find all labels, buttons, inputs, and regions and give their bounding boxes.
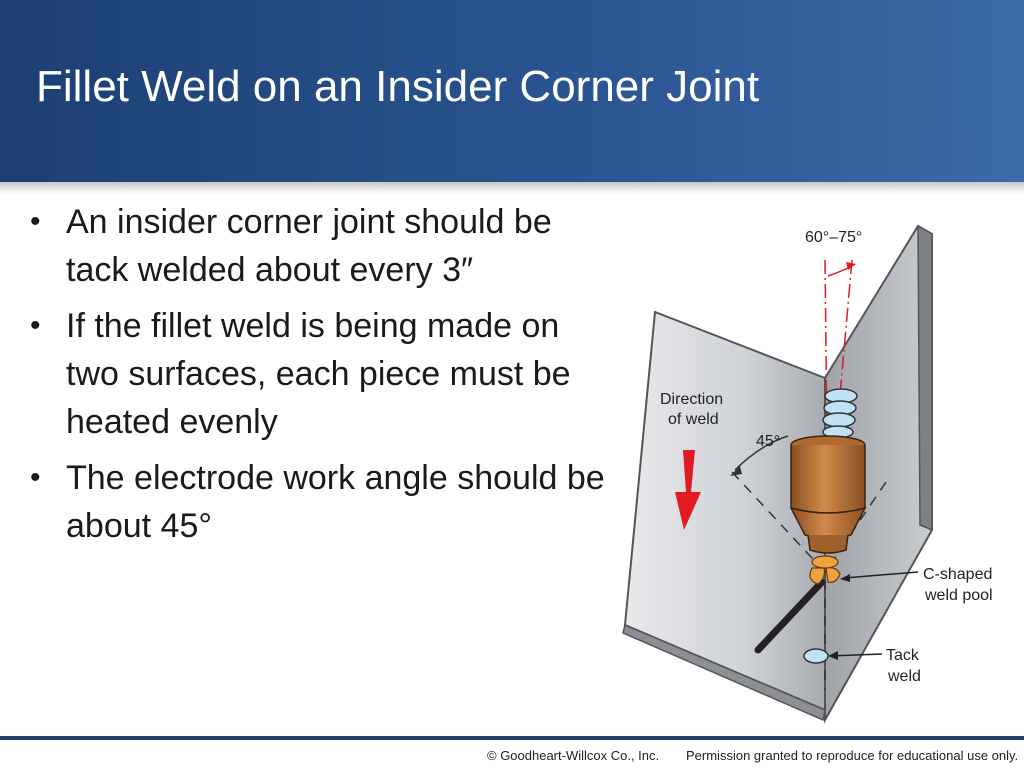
direction-arrow [675, 450, 701, 530]
work-angle-arc [734, 435, 789, 471]
torch-nozzle [790, 435, 867, 554]
pool-leader-arrowhead [840, 574, 850, 582]
bullet-text: The electrode work angle should be about… [66, 459, 605, 545]
bullet-item: • If the fillet weld is being made on tw… [30, 302, 610, 446]
tack-leader-arrowhead [828, 651, 838, 660]
bullet-item: • An insider corner joint should be tack… [30, 198, 610, 294]
weld-pool [809, 555, 841, 585]
tack-leader [829, 653, 883, 657]
bullet-marker: • [30, 205, 41, 238]
right-plate-edge [917, 224, 933, 532]
bullet-marker: • [30, 309, 41, 342]
weld-bead [822, 388, 858, 439]
travel-angle-arrowhead [846, 262, 856, 270]
tack-weld [803, 648, 829, 664]
tack-label: Tack [886, 647, 920, 664]
work-angle-label: 45° [756, 433, 780, 450]
pool-label: C-shaped [923, 566, 992, 583]
bullet-text: An insider corner joint should be tack w… [66, 203, 552, 289]
pool-leader [843, 571, 919, 579]
left-plate-edge [622, 623, 826, 722]
pool-label: weld pool [924, 587, 993, 604]
angle-range-label: 60°–75° [805, 229, 862, 246]
slide-title: Fillet Weld on an Insider Corner Joint [36, 62, 760, 111]
bullet-item: • The electrode work angle should be abo… [30, 454, 610, 550]
bullet-marker: • [30, 461, 41, 494]
arc-arrowhead [730, 466, 742, 476]
work-angle-guide [731, 471, 826, 573]
title-banner-shadow [0, 182, 1024, 194]
permission-notice: Permission granted to reproduce for educ… [686, 748, 1019, 763]
bullet-text: If the fillet weld is being made on two … [66, 307, 571, 441]
filler-rod [754, 578, 826, 654]
copyright-notice: © Goodheart-Willcox Co., Inc. [487, 748, 660, 763]
direction-label: Direction [660, 391, 723, 408]
bullet-list: • An insider corner joint should be tack… [30, 198, 610, 558]
direction-label: of weld [668, 411, 719, 428]
weld-diagram: 60°–75° Direction of weld 45° C-shaped w… [622, 224, 993, 724]
tack-label: weld [887, 668, 921, 685]
title-banner [0, 0, 1024, 182]
footer-rule [0, 736, 1024, 740]
